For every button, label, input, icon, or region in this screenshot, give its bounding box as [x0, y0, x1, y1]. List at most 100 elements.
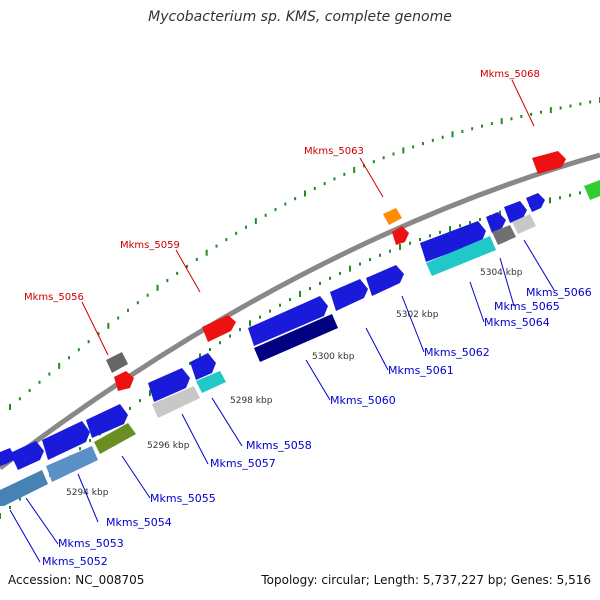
ring-dot [369, 258, 371, 262]
ring-dot [229, 334, 231, 338]
gene-feature [114, 371, 134, 391]
ring-dot [279, 303, 281, 307]
ring-dot [219, 341, 221, 345]
ring-dot [343, 172, 346, 176]
ring-dot [313, 186, 316, 190]
gene-feature [10, 441, 44, 470]
ring-dot [18, 397, 21, 401]
ring-dot [451, 131, 454, 138]
ring-dot [359, 262, 361, 266]
ring-dot [87, 340, 90, 344]
ring-dot [97, 332, 100, 336]
ring-dot [549, 107, 552, 114]
gene-label: Mkms_5064 [484, 316, 550, 329]
gene-feature [366, 265, 404, 296]
gene-feature [152, 386, 200, 418]
gene-feature [94, 423, 136, 454]
ring-dot [399, 244, 401, 251]
ring-dot [274, 208, 277, 212]
ring-dot [205, 249, 208, 256]
tick-labels: 5294 kbp 5296 kbp 5298 kbp 5300 kbp 5302… [66, 268, 523, 498]
ring-dot [530, 112, 533, 116]
gene-label: Mkms_5063 [304, 146, 364, 157]
ring-dot [389, 249, 391, 253]
ring-dot [422, 142, 424, 146]
gene-feature [330, 279, 368, 311]
ring-dot [284, 202, 287, 206]
ring-dot [323, 182, 326, 186]
gene-feature [420, 221, 486, 262]
ring-dot [309, 287, 311, 291]
ring-dot [259, 315, 261, 319]
ring-dot [500, 118, 503, 125]
ring-dot [431, 138, 434, 142]
ring-dot [294, 197, 297, 201]
ring-dot [89, 438, 91, 442]
gene-label: Mkms_5059 [120, 240, 180, 251]
gene-label: Mkms_5057 [210, 457, 276, 470]
reverse-strand-features [0, 214, 536, 506]
tick-label: 5304 kbp [480, 268, 523, 278]
ring-dot [471, 127, 474, 131]
ring-dot [459, 224, 461, 228]
ring-dot [146, 293, 149, 297]
outer-features [106, 151, 566, 391]
ring-dot [510, 117, 513, 121]
ring-dot [149, 389, 151, 396]
gene-label: Mkms_5055 [150, 492, 216, 505]
ring-dot [441, 135, 444, 139]
gene-feature [486, 212, 506, 233]
gene-label: Mkms_5058 [246, 439, 312, 452]
gene-feature [426, 236, 496, 276]
gene-feature [0, 470, 48, 506]
ring-dot [540, 110, 542, 114]
ring-dot [382, 156, 385, 160]
gene-feature [504, 201, 527, 223]
gene-feature [383, 208, 402, 225]
ring-dot [379, 253, 381, 257]
ring-dot [549, 197, 551, 204]
gene-label: Mkms_5056 [24, 292, 84, 303]
ring-dot [199, 353, 201, 360]
ring-dot [402, 147, 405, 154]
ring-dot [481, 124, 483, 128]
ring-dot [499, 210, 501, 217]
gene-feature [526, 193, 545, 212]
forward-strand-features [0, 180, 600, 470]
gene-feature [254, 314, 338, 362]
ring-dot [264, 213, 267, 217]
ring-dot [469, 221, 471, 225]
gene-label: Mkms_5053 [58, 537, 124, 550]
ring-dot [166, 279, 169, 283]
ring-dot [215, 244, 218, 248]
gene-feature [42, 421, 90, 460]
ring-dot [9, 505, 11, 509]
ring-dot [77, 348, 80, 352]
ring-dot [449, 225, 451, 232]
ring-dot [409, 241, 411, 245]
ring-dot [254, 218, 257, 225]
gene-label: Mkms_5066 [526, 286, 592, 299]
ring-dot [225, 238, 228, 242]
ring-dot [559, 196, 561, 200]
accession-label: Accession: NC_008705 [8, 573, 145, 587]
blue-leader-lines [9, 239, 555, 563]
gene-feature [248, 296, 328, 346]
ring-dot [589, 100, 592, 104]
outer-dotted-ring [9, 97, 600, 410]
ring-dot [353, 166, 356, 173]
gene-feature [202, 315, 236, 342]
gene-feature [492, 225, 516, 245]
ring-dot [299, 291, 301, 297]
ring-dot [419, 237, 421, 241]
tick-label: 5294 kbp [66, 488, 109, 498]
genome-backbone [0, 152, 600, 470]
ring-dot [239, 328, 241, 332]
gene-feature [148, 368, 190, 402]
tick-label: 5300 kbp [312, 352, 355, 362]
gene-feature [86, 404, 128, 438]
map-title: Mycobacterium sp. KMS, complete genome [148, 9, 452, 25]
ring-dot [439, 230, 441, 234]
ring-dot [490, 122, 493, 126]
